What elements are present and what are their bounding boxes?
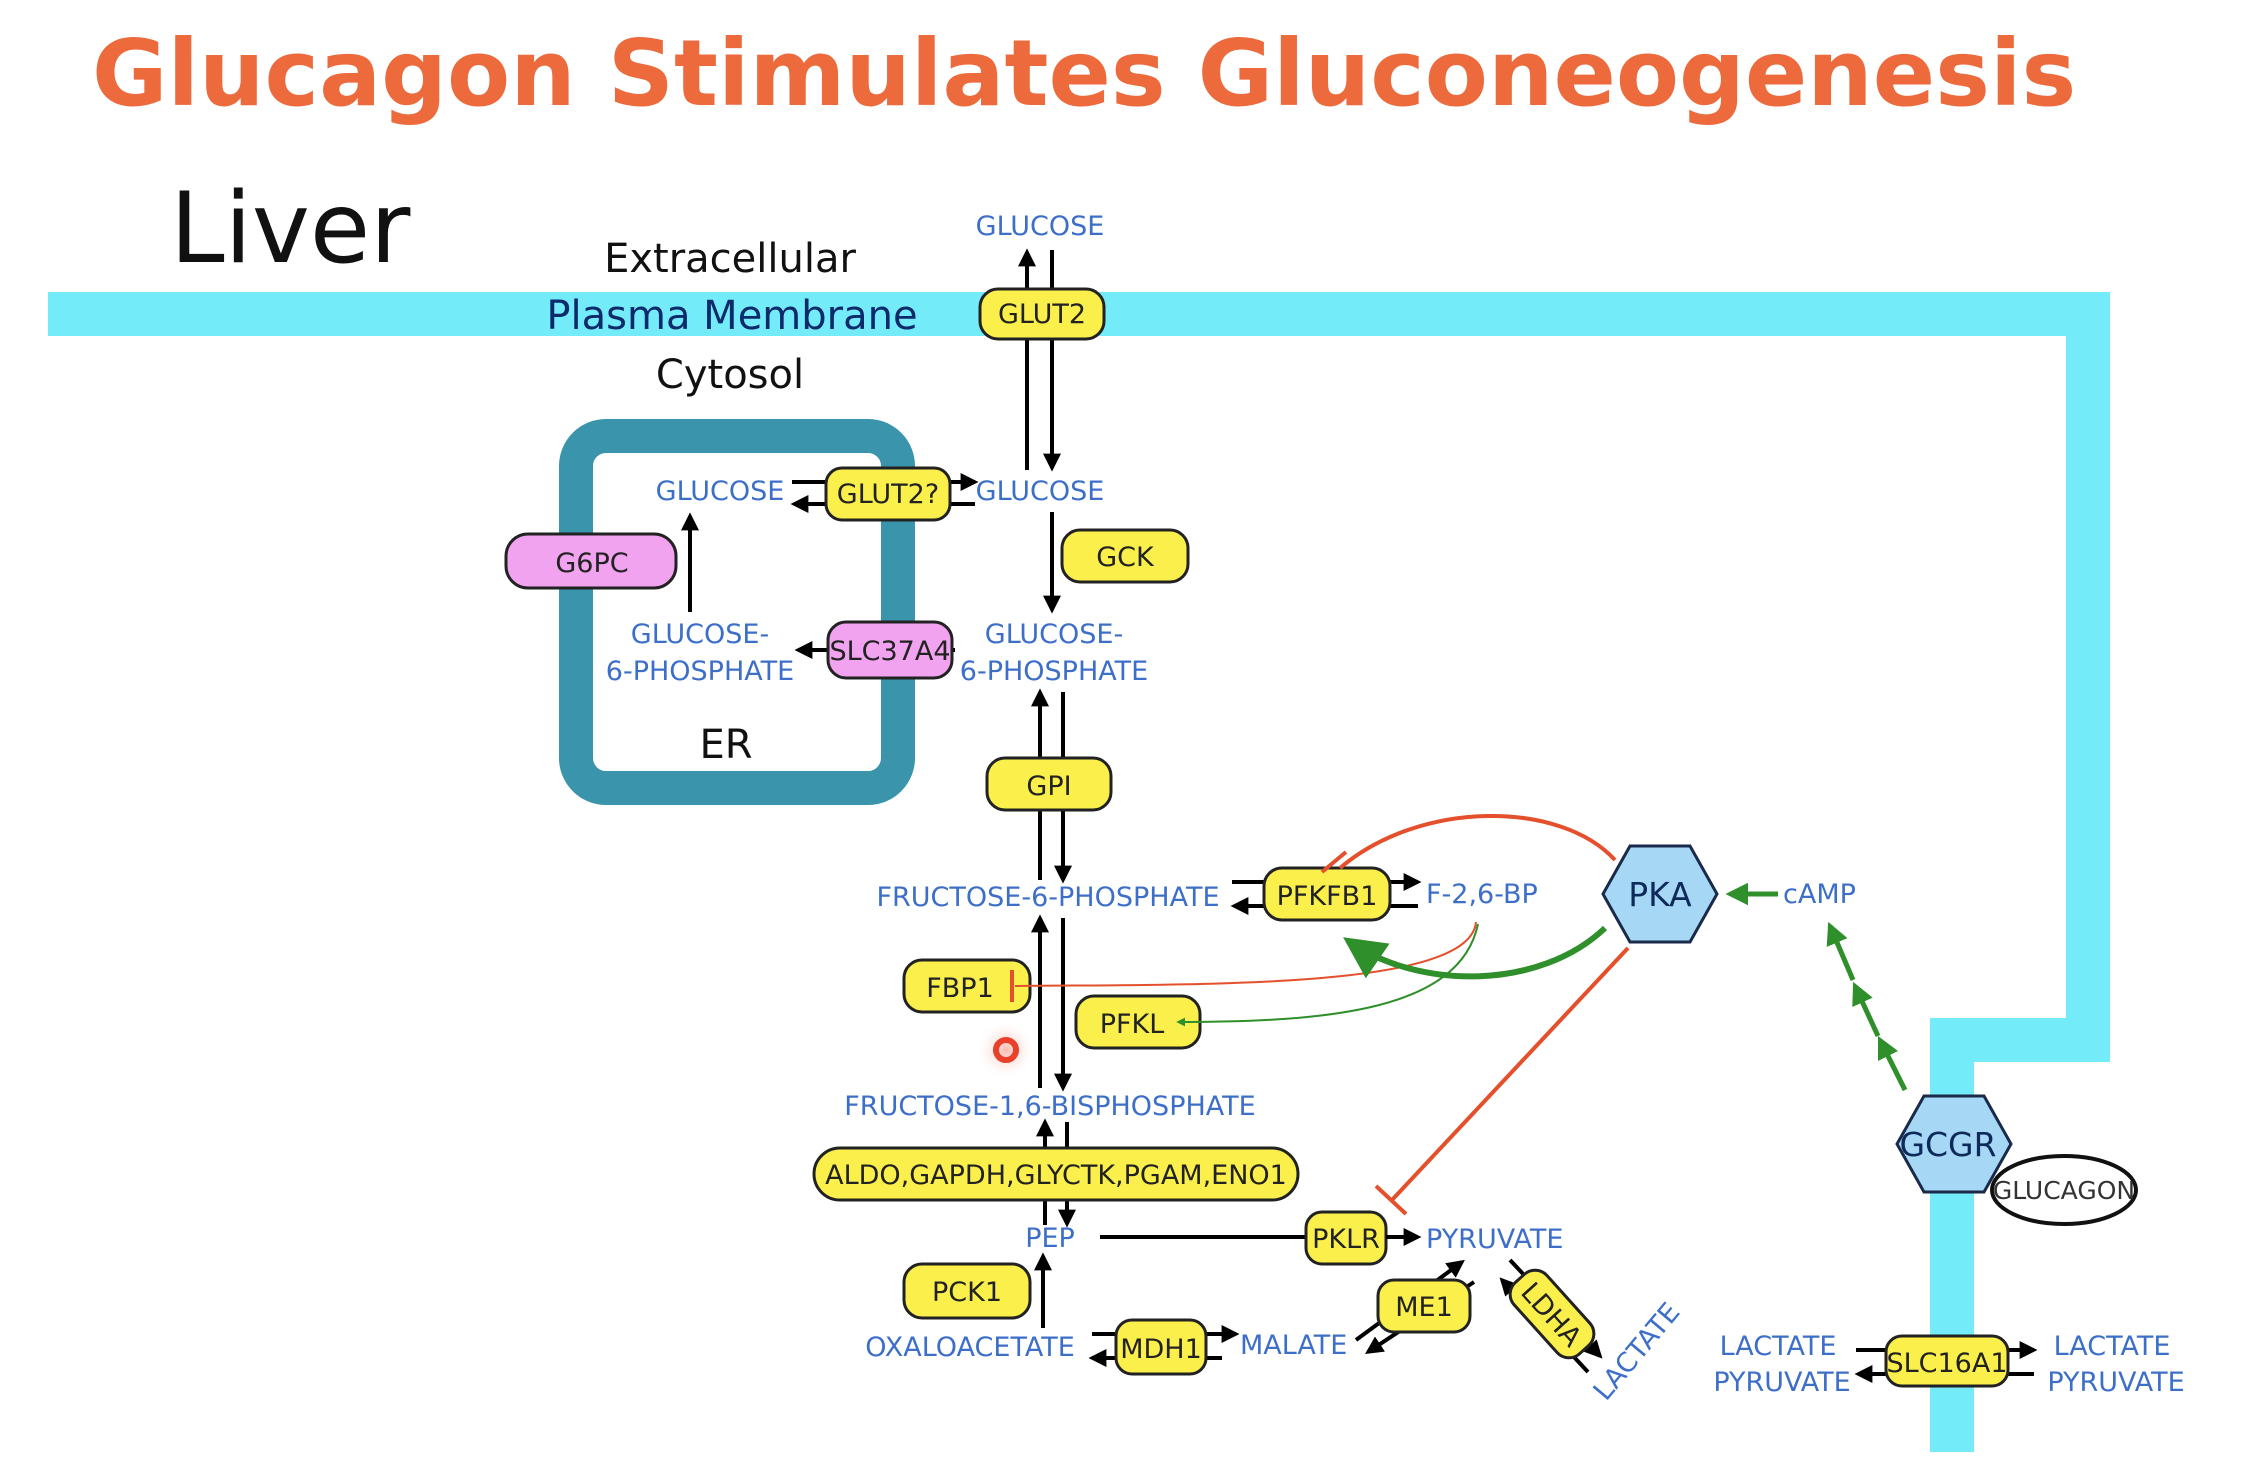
metabolite-lactate-inside: LACTATE [1720,1331,1837,1362]
enzyme-pck1[interactable]: PCK1 [902,1262,1032,1320]
gcgr-signal-arrow-1 [1877,1035,1908,1092]
enzyme-glut2[interactable]: GLUT2 [978,287,1106,341]
metabolite-oxaloacetate: OXALOACETATE [865,1332,1075,1363]
svg-text:GLUT2?: GLUT2? [837,479,939,510]
enzyme-slc37a4[interactable]: SLC37A4 [826,620,954,680]
er-label: ER [699,722,752,768]
svg-text:ME1: ME1 [1395,1292,1453,1323]
receptor-gcgr[interactable]: GCGR [1895,1094,2013,1194]
svg-text:PFKL: PFKL [1100,1009,1165,1040]
enzyme-me1[interactable]: ME1 [1376,1278,1472,1334]
metabolite-malate: MALATE [1240,1330,1347,1361]
gcgr-signal-arrow-3 [1826,921,1856,981]
metabolite-g6p-cytosol-line1: GLUCOSE- [985,619,1123,650]
transporter-slc16a1[interactable]: SLC16A1 [1884,1334,2010,1388]
svg-text:G6PC: G6PC [555,548,628,579]
metabolite-glucose-er: GLUCOSE [656,476,785,507]
metabolite-camp: cAMP [1783,879,1856,910]
svg-text:PFKFB1: PFKFB1 [1277,881,1378,912]
svg-text:MDH1: MDH1 [1120,1334,1202,1365]
metabolite-g6p-cytosol-line2: 6-PHOSPHATE [960,656,1148,687]
svg-text:SLC16A1: SLC16A1 [1886,1348,2007,1379]
plasma-membrane [48,292,2110,1452]
er-compartment [559,419,915,805]
svg-text:FBP1: FBP1 [926,973,994,1004]
enzyme-pfkl[interactable]: PFKL [1074,994,1202,1050]
metabolite-f16bp: FRUCTOSE-1,6-BISPHOSPHATE [844,1091,1255,1122]
gcgr-signal-arrow-2 [1852,981,1881,1038]
enzyme-g6pc[interactable]: G6PC [504,532,678,590]
svg-text:GCK: GCK [1096,542,1155,573]
metabolite-pyruvate: PYRUVATE [1426,1224,1563,1255]
pka-activates-pfkfb1-phosphatase [1343,925,1608,980]
cytosol-label: Cytosol [656,352,804,398]
page-title: Glucagon Stimulates Gluconeogenesis [92,20,2076,127]
metabolite-f6p: FRUCTOSE-6-PHOSPHATE [877,882,1220,913]
svg-text:PCK1: PCK1 [932,1277,1002,1308]
svg-text:ALDO,GAPDH,GLYCTK,PGAM,ENO1: ALDO,GAPDH,GLYCTK,PGAM,ENO1 [825,1160,1287,1191]
enzyme-mdh1[interactable]: MDH1 [1114,1318,1208,1376]
cursor-indicator [976,1020,1036,1080]
svg-text:GLUT2: GLUT2 [998,299,1086,330]
enzyme-gck[interactable]: GCK [1060,528,1190,584]
pka-inhibits-pfkfb1-kinase [1338,813,1617,870]
pfkfb1-inhibition-bar [1320,850,1348,874]
membrane-label: Plasma Membrane [546,293,917,339]
svg-text:GLUCAGON: GLUCAGON [1993,1176,2135,1205]
svg-text:SLC37A4: SLC37A4 [829,636,950,667]
extracellular-label: Extracellular [604,236,856,282]
metabolite-f26bp: F-2,6-BP [1426,879,1538,910]
enzyme-pfkfb1[interactable]: PFKFB1 [1262,866,1392,922]
metabolite-pep: PEP [1025,1223,1075,1254]
enzyme-group-glycolytic[interactable]: ALDO,GAPDH,GLYCTK,PGAM,ENO1 [812,1146,1300,1202]
svg-text:PKLR: PKLR [1312,1224,1380,1255]
metabolite-g6p-er-line2: 6-PHOSPHATE [606,656,794,687]
pklr-inhibition-bar [1374,1184,1408,1216]
metabolite-glucose-cytosol: GLUCOSE [976,476,1105,507]
svg-text:PKA: PKA [1628,875,1692,914]
hormone-glucagon[interactable]: GLUCAGON [1990,1154,2138,1226]
enzyme-fbp1[interactable]: FBP1 [902,958,1032,1014]
metabolite-pyruvate-inside: PYRUVATE [1713,1367,1850,1398]
pka-inhibits-pklr [1390,946,1630,1202]
enzyme-pklr[interactable]: PKLR [1304,1210,1388,1266]
metabolite-pyruvate-outside: PYRUVATE [2047,1367,2184,1398]
metabolite-glucose-extracellular: GLUCOSE [976,211,1105,242]
enzyme-gpi[interactable]: GPI [985,756,1113,812]
metabolite-lactate-outside: LACTATE [2054,1331,2171,1362]
enzyme-glut2-er[interactable]: GLUT2? [824,466,952,522]
tissue-label: Liver [170,172,411,286]
f26bp-activates-pfkl [1176,923,1479,1027]
metabolite-g6p-er-line1: GLUCOSE- [631,619,769,650]
kinase-pka[interactable]: PKA [1601,844,1719,944]
enzyme-ldha[interactable]: LDHA [1504,1264,1601,1365]
metabolite-lactate: LACTATE [1588,1297,1687,1406]
svg-text:GPI: GPI [1026,771,1071,802]
svg-text:GCGR: GCGR [1899,1125,1996,1164]
f26bp-inhibits-fbp1 [1014,921,1477,987]
